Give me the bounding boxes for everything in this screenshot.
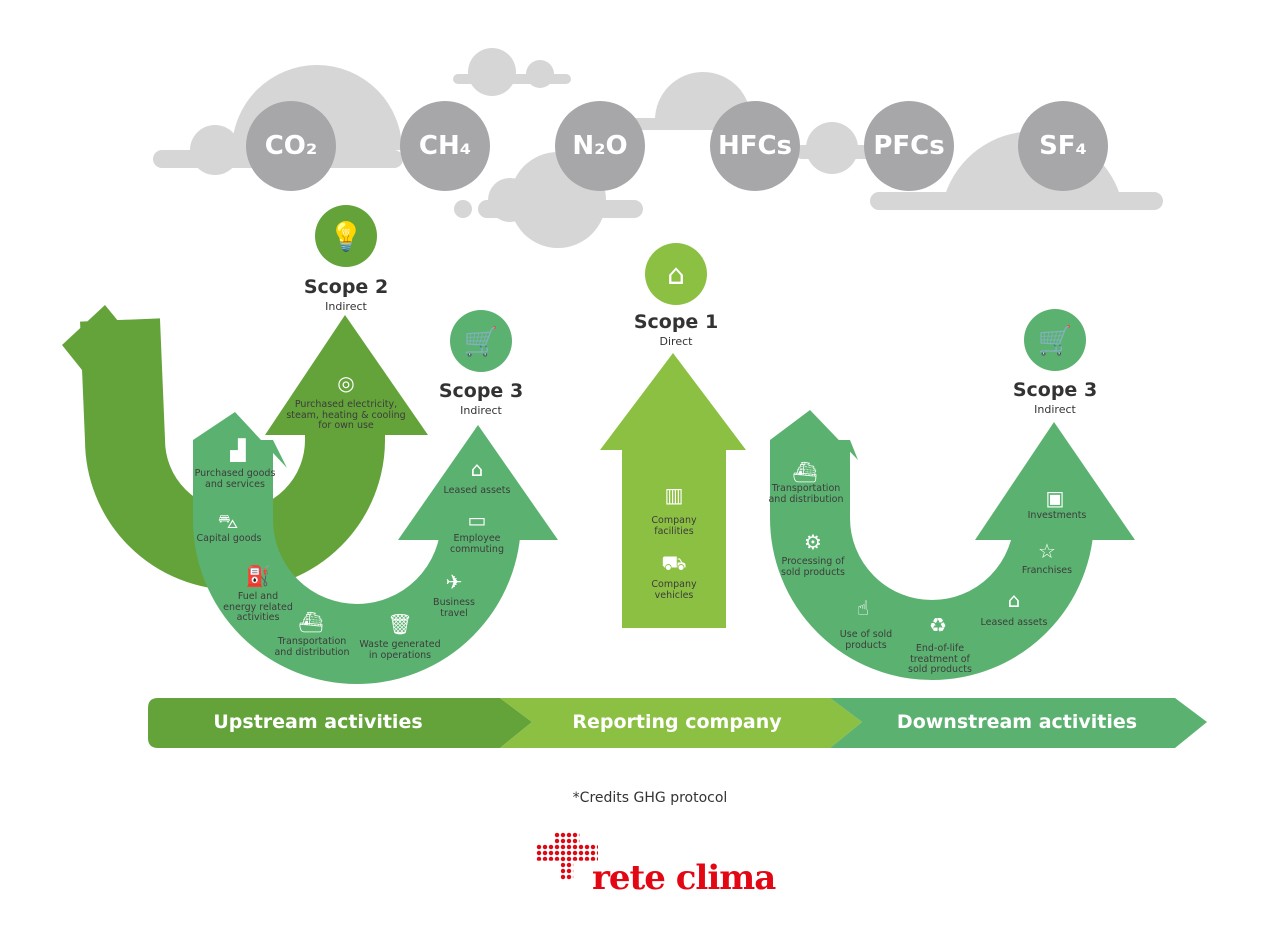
scope3-upstream-item-label: Leased assets — [443, 485, 511, 496]
gas-sf4: SF₄ — [1018, 101, 1108, 191]
scope3-upstream-arrow-tail — [193, 412, 287, 468]
scope3-upstream-item-label: Business travel — [433, 597, 475, 619]
truck-icon: ⛟ — [661, 551, 687, 575]
scope3-upstream-item-label: Capital goods — [196, 533, 262, 544]
building-icon: ▥ — [664, 483, 684, 507]
scope3-downstream-item-label: Processing of sold products — [781, 556, 845, 578]
trash-icon: 🗑 — [387, 612, 413, 636]
scope3-downstream-arrowhead — [975, 422, 1135, 540]
shopping-cart-icon: 🛒 — [450, 310, 512, 372]
airplane-icon: ✈ — [445, 570, 463, 594]
scope3-downstream-item-label: Transportation and distribution — [768, 483, 844, 505]
scope3-downstream-heading: Scope 3 Indirect — [1013, 379, 1097, 416]
scope2-subtitle: Indirect — [325, 300, 367, 313]
scope3-downstream-item-label: Investments — [1027, 510, 1087, 521]
scope1-item-label: Company vehicles — [651, 579, 697, 601]
gas-n2o: N₂O — [555, 101, 645, 191]
scope3-downstream-arrow-tail — [770, 410, 858, 460]
tractor-icon: ⛍ — [217, 509, 239, 533]
scope3-downstream-item-label: End-of-life treatment of sold products — [908, 643, 972, 675]
fuel-pump-icon: ⛽ — [245, 564, 271, 588]
ship-icon: ⛴ — [298, 610, 324, 634]
scope3-upstream-arrow-body — [193, 440, 521, 684]
scope1-item-label: Company facilities — [651, 515, 697, 537]
lightbulb-icon: 💡 — [315, 205, 377, 267]
scope2-arrow-tail — [62, 305, 150, 380]
scope3-upstream-item-label: Transportation and distribution — [274, 636, 350, 658]
scope1-heading: Scope 1 Direct — [634, 311, 718, 348]
scope3-upstream-subtitle: Indirect — [460, 404, 502, 417]
factory-icon: ▟ — [230, 438, 246, 462]
scope3-downstream-item-label: Use of sold products — [839, 629, 893, 651]
reporting-company-label: Reporting company — [572, 711, 782, 733]
scope1-subtitle: Direct — [659, 335, 693, 348]
shopping-cart-icon: 🛒 — [1024, 309, 1086, 371]
scope2-heading: Scope 2 Indirect — [304, 276, 388, 313]
credits-text: *Credits GHG protocol — [572, 790, 728, 806]
hand-pointer-icon: ☝ — [856, 596, 870, 620]
scope1-title: Scope 1 — [633, 311, 719, 333]
scope2-arrowhead — [265, 315, 428, 435]
reporting-bar-shape — [500, 698, 862, 748]
gas-ch4: CH₄ — [400, 101, 490, 191]
star-icon: ☆ — [1038, 539, 1056, 563]
scope1-arrowhead — [600, 353, 746, 450]
downstream-activities-label: Downstream activities — [896, 711, 1138, 733]
upstream-activities-label: Upstream activities — [213, 711, 423, 733]
factory-icon: ⌂ — [645, 243, 707, 305]
house-icon: ⌂ — [1007, 588, 1021, 612]
ship-icon: ⛴ — [792, 460, 818, 484]
scope3-upstream-item-label: Fuel and energy related activities — [223, 591, 293, 623]
scope3-upstream-heading: Scope 3 Indirect — [439, 380, 523, 417]
money-chart-icon: ▣ — [1045, 486, 1065, 510]
scope3-upstream-title: Scope 3 — [438, 380, 524, 402]
gas-hfcs: HFCs — [710, 101, 800, 191]
scope3-downstream-item-label: Franchises — [1021, 565, 1073, 576]
rete-clima-logo-text: rete clima — [592, 858, 776, 898]
scope3-upstream-item-label: Waste generated in operations — [359, 639, 441, 661]
scope3-downstream-subtitle: Indirect — [1034, 403, 1076, 416]
scope3-upstream-item-label: Employee commuting — [450, 533, 504, 555]
gas-co2: CO₂ — [246, 101, 336, 191]
bus-icon: ▭ — [467, 508, 487, 532]
upstream-bar-shape — [148, 698, 532, 748]
gas-pfcs: PFCs — [864, 101, 954, 191]
scope3-downstream-item-label: Leased assets — [980, 617, 1048, 628]
scope3-upstream-item-label: Purchased goods and services — [194, 468, 276, 490]
scope3-downstream-title: Scope 3 — [1012, 379, 1098, 401]
lightbulb-icon: ◎ — [337, 371, 355, 395]
recycle-bag-icon: ♻ — [929, 613, 947, 637]
gear-icon: ⚙ — [804, 530, 822, 554]
scope3-upstream-arrowhead — [398, 425, 558, 540]
scope2-item-label: Purchased electricity, steam, heating & … — [286, 399, 406, 431]
house-icon: ⌂ — [470, 457, 484, 481]
downstream-bar-shape — [830, 698, 1207, 748]
scope2-title: Scope 2 — [303, 276, 389, 298]
scope3-downstream-arrow-body — [770, 440, 1094, 680]
scope1-arrow-body — [622, 448, 726, 628]
